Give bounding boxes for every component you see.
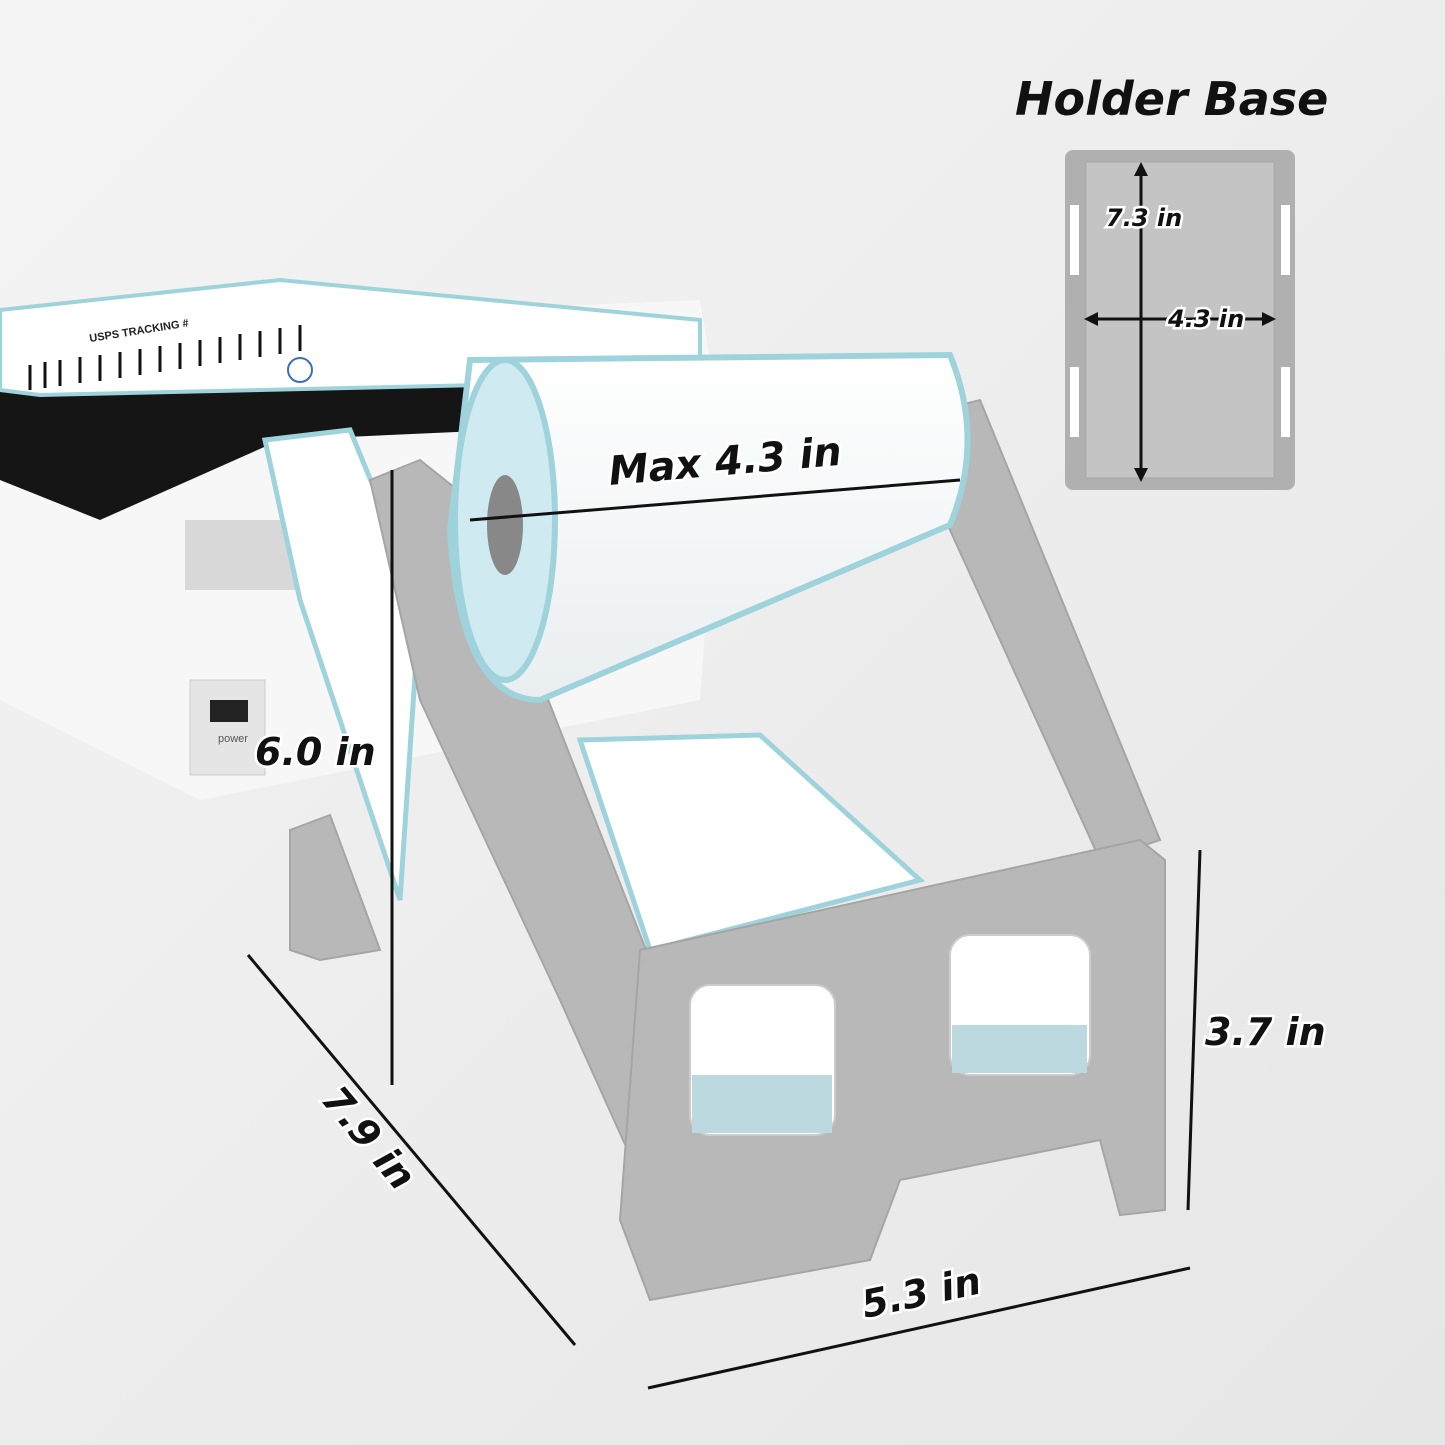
dimension-lines	[246, 470, 1202, 1390]
height-label: 6.0 in	[255, 730, 376, 774]
base-width-label: 4.3 in	[1167, 305, 1244, 333]
holder-base-title: Holder Base	[1015, 72, 1328, 126]
base-length-label: 7.3 in	[1106, 204, 1182, 232]
label-roll	[446, 351, 971, 704]
barcode	[28, 325, 302, 390]
printer-button	[287, 357, 313, 383]
holder-base-diagram	[1065, 150, 1295, 490]
power-label: power	[218, 733, 248, 745]
power-switch	[210, 700, 248, 722]
front-height-label: 3.7 in	[1205, 1010, 1326, 1054]
label-holder	[289, 398, 1166, 1302]
